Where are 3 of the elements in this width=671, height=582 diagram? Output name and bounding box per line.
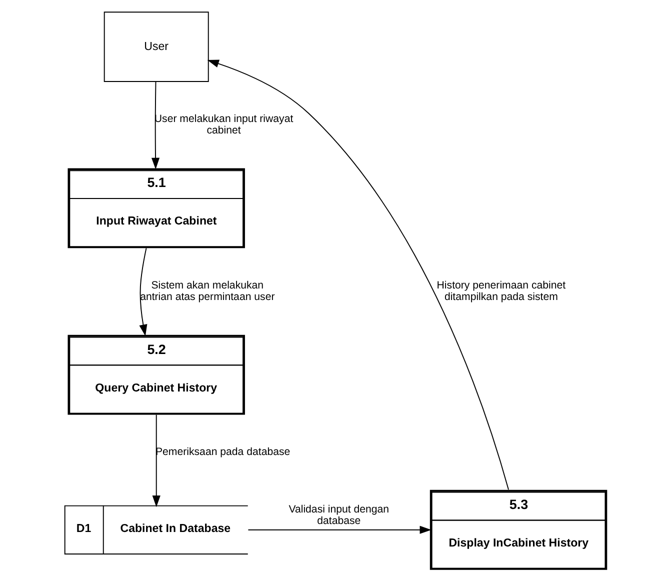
- edge-label: Validasi input dengan database: [288, 503, 389, 527]
- edge-label: History penerimaan cabinet ditampilkan pada sistem: [436, 279, 566, 303]
- node-text: D1 Cabinet In Database: [76, 522, 230, 535]
